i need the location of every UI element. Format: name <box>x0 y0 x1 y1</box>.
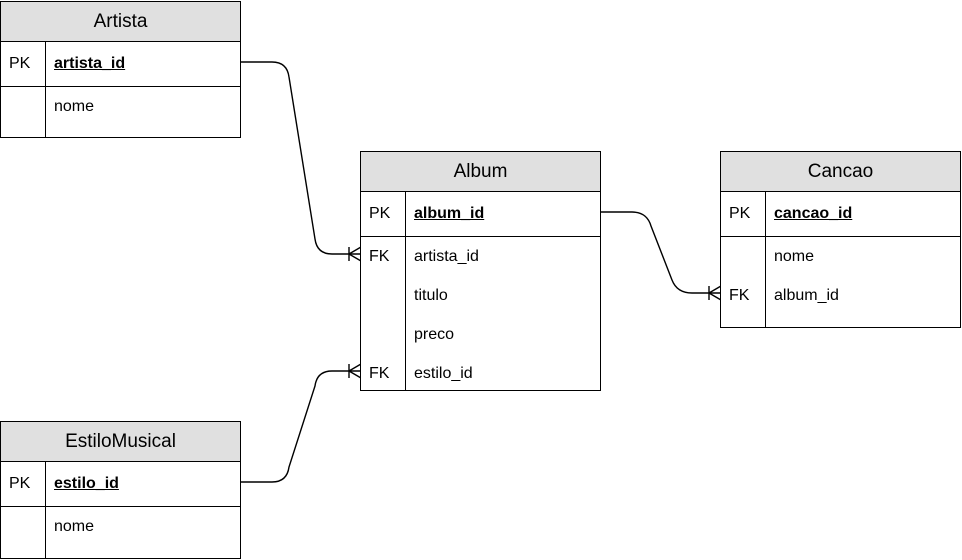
pk-attribute: artista_id <box>54 55 126 72</box>
pk-attribute: cancao_id <box>774 205 853 222</box>
entity-title: Album <box>361 152 600 192</box>
attribute-list: nome <box>1 87 240 137</box>
entity-cancao[interactable]: Cancao PK cancao_id nome FK album_id <box>720 151 961 328</box>
key-column-divider <box>1 507 46 558</box>
attribute-list: nome FK album_id <box>721 237 960 327</box>
key-column-divider <box>1 462 46 506</box>
attribute-row[interactable]: FK estilo_id <box>361 354 600 393</box>
entity-title: Cancao <box>721 152 960 192</box>
key-column-divider <box>721 192 766 236</box>
attribute-row[interactable]: FK artista_id <box>361 237 600 276</box>
entity-estilo-musical[interactable]: EstiloMusical PK estilo_id nome <box>0 421 241 559</box>
attribute-name: album_id <box>774 287 839 304</box>
primary-key-row[interactable]: PK album_id <box>361 192 600 237</box>
attribute-row[interactable]: FK album_id <box>721 276 960 315</box>
attribute-row[interactable]: nome <box>1 87 240 126</box>
attribute-list: nome <box>1 507 240 558</box>
key-label: FK <box>729 287 750 304</box>
key-column-divider <box>721 237 766 327</box>
pk-attribute: estilo_id <box>54 475 119 492</box>
primary-key-row[interactable]: PK cancao_id <box>721 192 960 237</box>
key-column-divider <box>1 87 46 137</box>
entity-album[interactable]: Album PK album_id FK artista_id titulo p… <box>360 151 601 391</box>
attribute-row[interactable]: nome <box>1 507 240 546</box>
attribute-name: nome <box>774 248 815 265</box>
attribute-name: artista_id <box>414 248 479 265</box>
entity-title: EstiloMusical <box>1 422 240 462</box>
pk-label: PK <box>729 205 751 222</box>
attribute-row[interactable]: titulo <box>361 276 600 315</box>
connector-artista-album <box>241 61 362 262</box>
attribute-name: nome <box>54 98 95 115</box>
entity-title: Artista <box>1 2 240 42</box>
pk-label: PK <box>369 205 391 222</box>
attribute-list: FK artista_id titulo preco FK estilo_id <box>361 237 600 390</box>
connector-estilo-album <box>241 363 362 483</box>
key-label: FK <box>369 248 390 265</box>
attribute-row[interactable]: nome <box>721 237 960 276</box>
key-column-divider <box>361 192 406 236</box>
key-column-divider <box>361 237 406 390</box>
key-column-divider <box>1 42 46 86</box>
attribute-name: estilo_id <box>414 365 473 382</box>
key-label: FK <box>369 365 390 382</box>
entity-artista[interactable]: Artista PK artista_id nome <box>0 1 241 138</box>
primary-key-row[interactable]: PK estilo_id <box>1 462 240 507</box>
pk-label: PK <box>9 55 31 72</box>
attribute-row[interactable]: preco <box>361 315 600 354</box>
attribute-name: preco <box>414 326 455 343</box>
connector-album-cancao <box>601 211 722 301</box>
primary-key-row[interactable]: PK artista_id <box>1 42 240 87</box>
pk-attribute: album_id <box>414 205 485 222</box>
pk-label: PK <box>9 475 31 492</box>
attribute-name: titulo <box>414 287 448 304</box>
attribute-name: nome <box>54 518 95 535</box>
